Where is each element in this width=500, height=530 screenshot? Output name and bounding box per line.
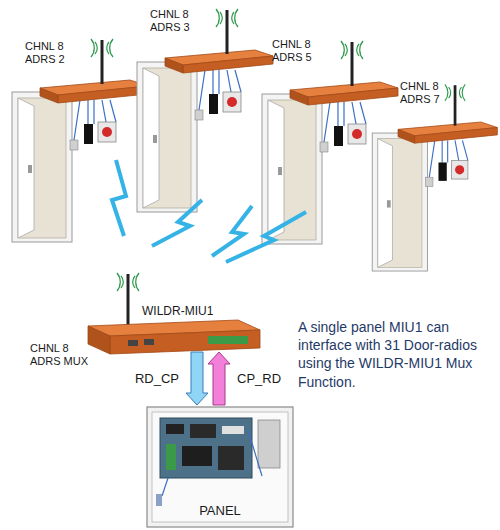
device-name: WILDR-MIU1 xyxy=(142,304,213,318)
signal-name: CP_RD xyxy=(237,371,281,386)
wireless-bolts xyxy=(112,160,306,262)
panel-node: PANEL xyxy=(145,405,295,527)
channel-address: CHNL 8 ADRS 2 xyxy=(25,40,71,66)
signal-name: RD_CP xyxy=(135,371,179,386)
door-radio-node: CHNL 8 ADRS 5 xyxy=(272,38,318,64)
door-radio-node: CHNL 8 ADRS 3 xyxy=(150,8,196,34)
channel-address: CHNL 8 ADRS MUX xyxy=(30,342,92,368)
door-radio-node: CHNL 8 ADRS 7 xyxy=(400,80,446,106)
door-radio-node: CHNL 8 ADRS 2 xyxy=(25,40,71,66)
channel-address: CHNL 8 ADRS 7 xyxy=(400,80,446,106)
signal-arrow xyxy=(186,352,208,405)
channel-address: CHNL 8 ADRS 3 xyxy=(150,8,196,34)
signal-arrow xyxy=(208,352,230,405)
miu-device xyxy=(88,273,260,354)
door-radio xyxy=(12,39,148,242)
panel-label: PANEL xyxy=(145,503,295,519)
door-radio xyxy=(137,9,273,212)
channel-address: CHNL 8 ADRS 5 xyxy=(272,38,318,64)
miu-node: WILDR-MIU1CHNL 8 ADRS MUX xyxy=(80,300,265,352)
door-radio xyxy=(372,84,497,271)
caption: A single panel MIU1 can interface with 3… xyxy=(298,318,490,391)
